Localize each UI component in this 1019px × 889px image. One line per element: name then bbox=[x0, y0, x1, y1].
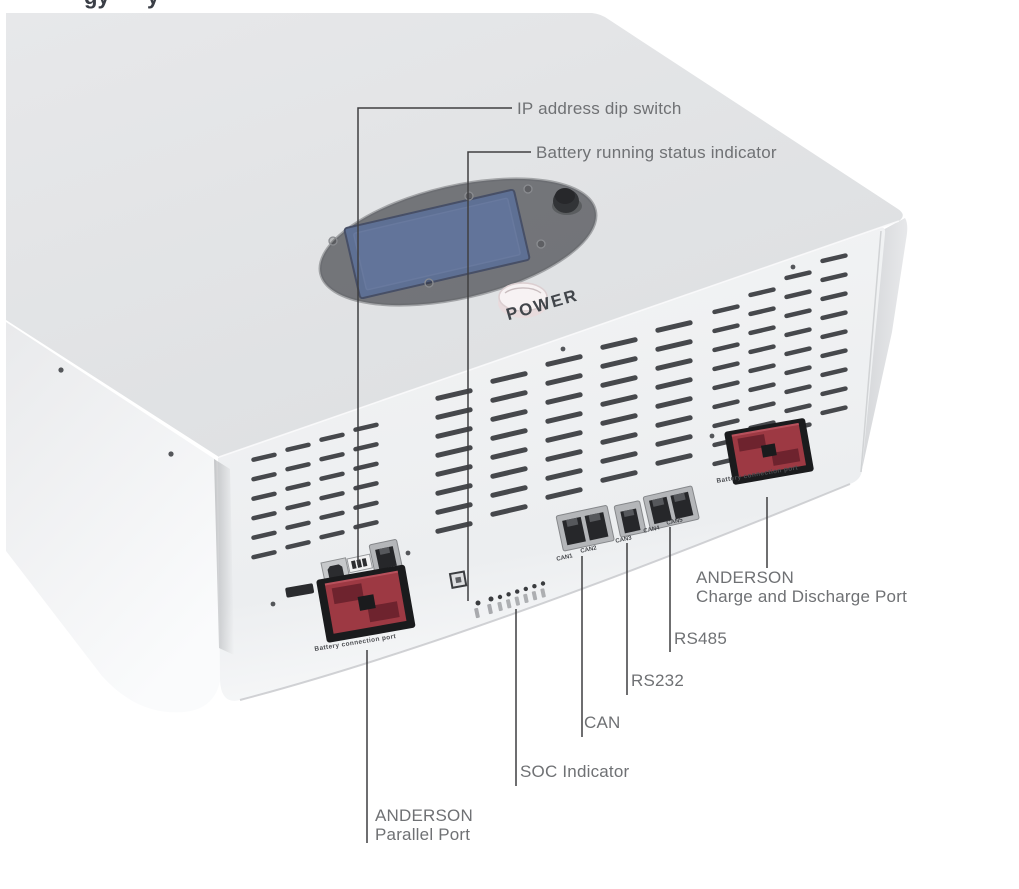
label-anderson-charge-line1: ANDERSON bbox=[696, 568, 794, 587]
label-anderson-parallel: ANDERSON Parallel Port bbox=[375, 806, 473, 844]
knob-top bbox=[555, 188, 575, 204]
battery-running-status-leds bbox=[474, 596, 494, 619]
left-crease-shadow bbox=[214, 459, 234, 655]
cropped-text-2: y bbox=[147, 0, 159, 10]
leader-ip-dip-switch bbox=[357, 107, 512, 565]
ethernet-port bbox=[368, 539, 403, 575]
ip-address-dip-switch bbox=[346, 553, 374, 574]
label-ip-dip-switch: IP address dip switch bbox=[517, 99, 682, 118]
label-anderson-charge: ANDERSON Charge and Discharge Port bbox=[696, 568, 907, 606]
led-label-marks bbox=[487, 603, 493, 615]
led-label-marks bbox=[474, 607, 480, 619]
left-side-face bbox=[6, 322, 222, 713]
body-screws bbox=[58, 264, 796, 607]
label-rs232: RS232 bbox=[631, 671, 684, 690]
cropped-heading-fragment: gy y bbox=[0, 0, 400, 10]
leader-battery-status bbox=[467, 151, 531, 601]
label-anderson-charge-line2: Charge and Discharge Port bbox=[696, 587, 908, 606]
label-rs485: RS485 bbox=[674, 629, 727, 648]
label-soc-indicator: SOC Indicator bbox=[520, 762, 630, 781]
right-side-face bbox=[861, 218, 908, 474]
cropped-text-1: gy bbox=[84, 0, 110, 10]
soc-indicator-leds bbox=[497, 581, 546, 612]
can4-can5-ports bbox=[642, 485, 700, 531]
power-button-ring bbox=[504, 287, 542, 294]
leader-lines bbox=[357, 107, 768, 843]
lcd-screen-frame bbox=[353, 197, 521, 291]
can3-port bbox=[613, 500, 647, 538]
label-can: CAN bbox=[584, 713, 621, 732]
power-button bbox=[498, 282, 548, 318]
vent-slots bbox=[251, 253, 848, 560]
led-label-marks bbox=[497, 588, 546, 612]
top-front-edge-highlight bbox=[218, 220, 900, 458]
status-reset-button bbox=[448, 570, 468, 589]
right-edge-crease bbox=[860, 230, 882, 473]
anderson-parallel-connector bbox=[316, 564, 416, 643]
panel-screws bbox=[328, 184, 546, 288]
blank-slot bbox=[285, 583, 314, 598]
display-panel bbox=[318, 177, 598, 307]
label-battery-status: Battery running status indicator bbox=[536, 143, 777, 162]
label-anderson-parallel-line1: ANDERSON bbox=[375, 806, 473, 825]
anderson-charge-connector bbox=[724, 418, 814, 485]
can1-can2-ports bbox=[555, 505, 615, 552]
label-anderson-parallel-line2: Parallel Port bbox=[375, 825, 471, 844]
